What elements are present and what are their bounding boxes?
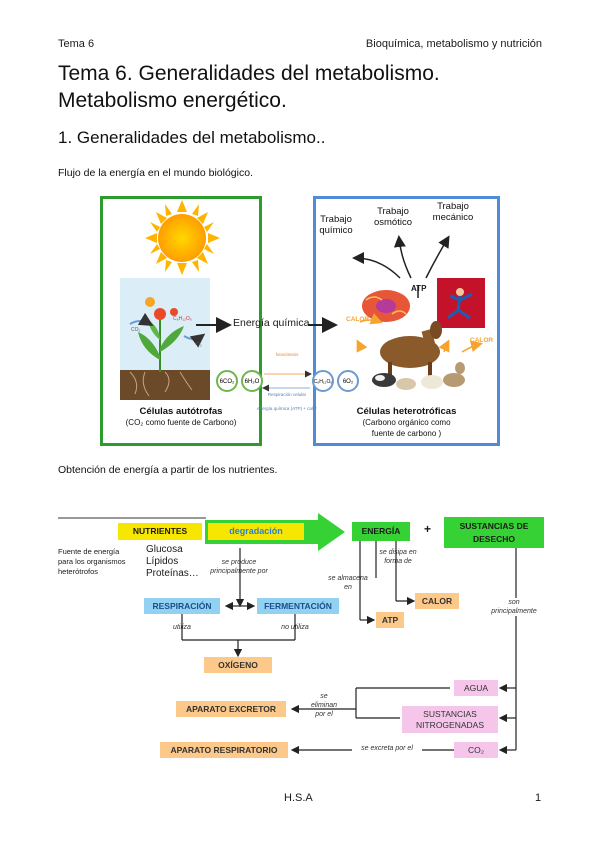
title-line-2: Metabolismo energético.	[58, 89, 287, 112]
header-right: Bioquímica, metabolismo y nutrición	[365, 38, 542, 50]
mol-6h2o: 6H₂O	[245, 379, 260, 385]
energia-quimica-label: Energía química	[233, 317, 310, 329]
co2-plant-label: CO₂	[131, 327, 141, 333]
plant-illustration	[120, 278, 210, 400]
header-left: Tema 6	[58, 38, 95, 50]
mid-label-3: energía química (ATP) + calor	[257, 406, 317, 411]
o2-plant-label: O₂	[196, 342, 202, 348]
calor-right-label: CALOR	[470, 337, 494, 344]
footer-author: H.S.A	[284, 792, 313, 804]
page-number: 1	[535, 792, 542, 804]
mid-label-1: fotosíntesis	[276, 352, 300, 357]
oxigeno-box: OXÍGENO	[204, 657, 272, 673]
fermentacion-box: FERMENTACIÓN	[257, 598, 339, 614]
title-line-1: Tema 6. Generalidades del metabolismo.	[58, 62, 440, 85]
se-excreta-text: se excreta por el	[352, 744, 422, 753]
paragraph-energy-flow: Flujo de la energía en el mundo biológic…	[58, 167, 253, 179]
glucose-plant-label: C₆H₁₂O₆	[173, 316, 192, 322]
section-heading: 1. Generalidades del metabolismo..	[58, 128, 326, 147]
heterotroficas-caption: Células heterotróficas (Carbono orgánico…	[356, 406, 457, 438]
calor-left-label: CALOR	[346, 316, 370, 323]
nutrientes-box: NUTRIENTES	[118, 523, 202, 540]
sun-icon	[145, 200, 220, 275]
autotrofas-caption: Células autótrofas (CO₂ como fuente de C…	[125, 406, 237, 427]
mid-label-2: Respiración celular	[268, 392, 307, 397]
aparato-respiratorio-box: APARATO RESPIRATORIO	[160, 742, 288, 758]
respiracion-box: RESPIRACIÓN	[144, 598, 220, 614]
degradacion-label: degradación	[208, 523, 304, 540]
molecule-circles-right	[312, 370, 359, 392]
paragraph-nutrients: Obtención de energía a partir de los nut…	[58, 464, 278, 476]
atp-label-fig1: ATP	[411, 284, 427, 293]
calor-box: CALOR	[415, 593, 459, 609]
mol-glucose: C₆H₁₂O₆	[314, 379, 333, 385]
utiliza-text: utiliza	[173, 624, 191, 631]
plus-sign: +	[424, 522, 432, 536]
molecule-circles-left	[216, 370, 263, 392]
runner-photo	[437, 278, 485, 328]
animals-illustration	[372, 321, 465, 390]
mol-6o2: 6O₂	[343, 379, 354, 385]
atp-box: ATP	[376, 612, 404, 628]
page-title: Tema 6. Generalidades del metabolismo. M…	[58, 60, 440, 114]
co2-box: CO₂	[454, 742, 498, 758]
agua-box: AGUA	[454, 680, 498, 696]
aparato-excretor-box: APARATO EXCRETOR	[176, 701, 286, 717]
no-utiliza-text: no utiliza	[281, 624, 309, 631]
energia-box: ENERGÍA	[352, 522, 410, 541]
mol-6co2: 6CO₂	[220, 379, 235, 385]
